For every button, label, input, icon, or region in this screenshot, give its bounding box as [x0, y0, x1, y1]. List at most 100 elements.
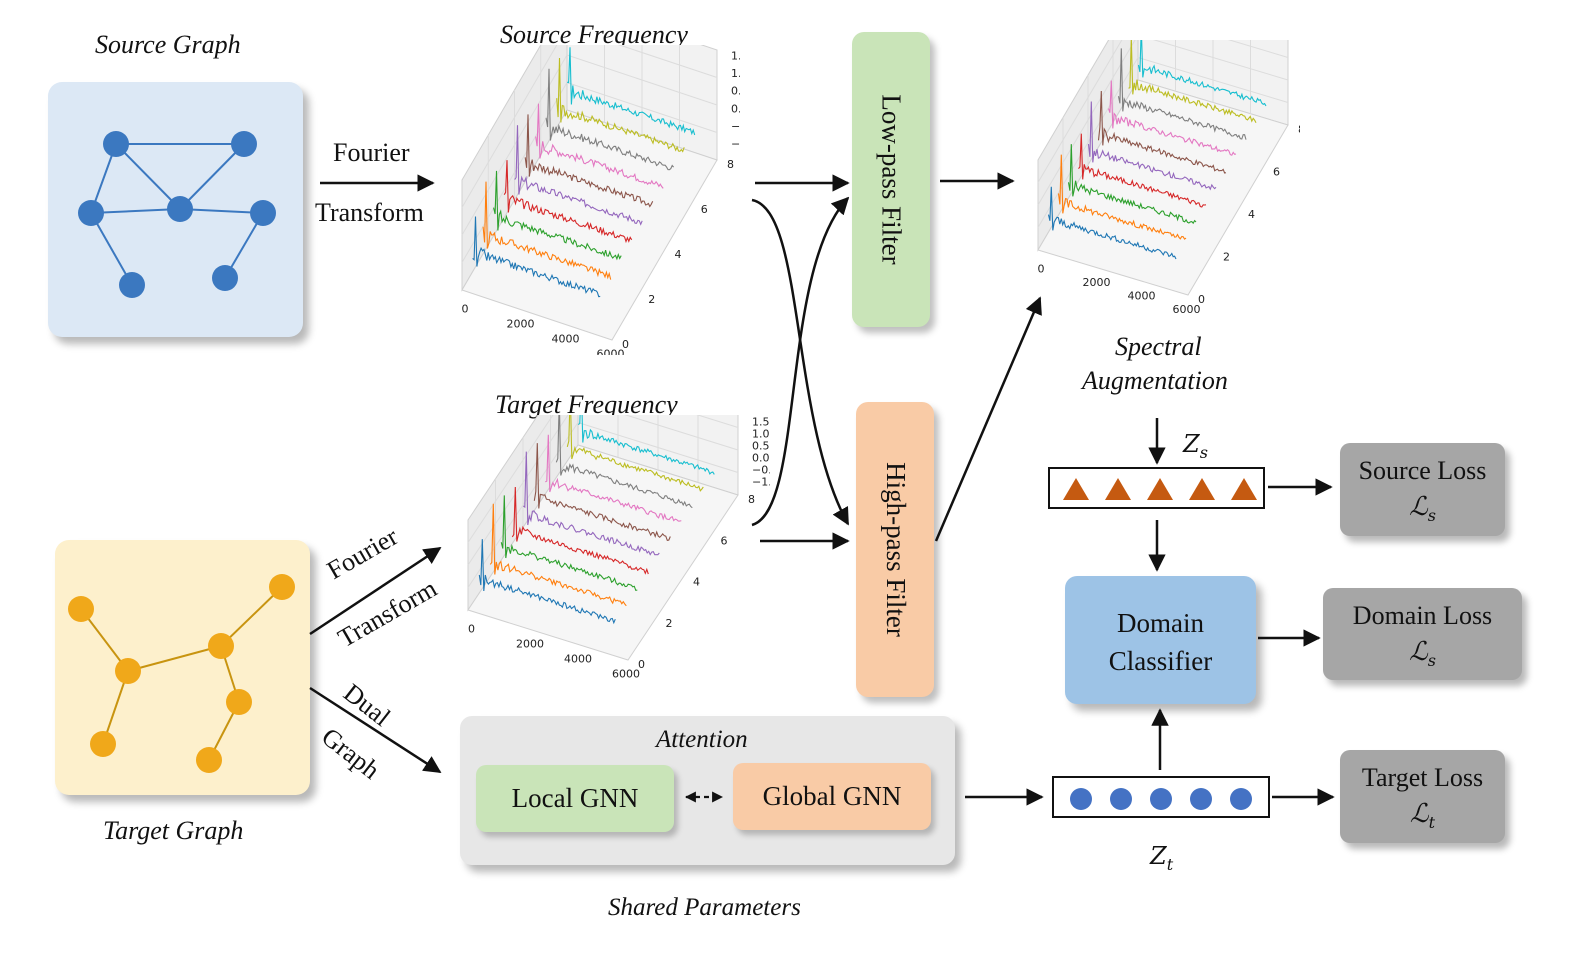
- zs-triangle: [1147, 478, 1173, 500]
- x-tick-label: 0: [462, 303, 469, 316]
- source-graph-network: [78, 131, 276, 298]
- spectrum-series: [1067, 144, 1197, 225]
- spectrum-series: [514, 125, 643, 226]
- zs-triangle: [1189, 478, 1215, 500]
- spectrum-series: [522, 451, 660, 556]
- spectrum-series: [1107, 80, 1237, 156]
- y-tick-label: 4: [675, 248, 682, 261]
- target-loss: Target Loss ℒt: [1340, 750, 1505, 843]
- x-tick-label: 4000: [1128, 289, 1156, 302]
- zs-label: Zs: [1183, 430, 1208, 462]
- spectrum-series: [500, 495, 638, 592]
- low-pass-filter-label: Low-pass Filter: [876, 94, 907, 265]
- source-graph-panel: [48, 82, 303, 337]
- y-tick-label: 6: [1273, 166, 1280, 179]
- x-tick-label: 2000: [1083, 276, 1111, 289]
- y-tick-label: 4: [693, 576, 700, 589]
- domain-loss-label: Domain Loss: [1352, 601, 1493, 630]
- spectrum-series: [556, 57, 685, 153]
- z-tick-label: −1.0: [752, 476, 770, 489]
- zt-dot: [1070, 788, 1092, 810]
- target-node: [68, 596, 94, 622]
- spectrum-series: [472, 216, 601, 298]
- source-node: [212, 265, 238, 291]
- x-tick-label: 6000: [612, 668, 640, 681]
- source-graph-title: Source Graph: [95, 30, 241, 59]
- dual-graph-line1: Dual: [338, 678, 396, 732]
- x-tick-label: 2000: [516, 638, 544, 651]
- zt-dot: [1230, 788, 1252, 810]
- zt-dot: [1110, 788, 1132, 810]
- augmented-frequency-plot: 1.00.50.0−0.5−1.0−1.5020004000600086420: [1037, 40, 1300, 315]
- target-transform-line2: Transform: [333, 573, 442, 654]
- y-tick-label: 6: [701, 203, 708, 216]
- y-tick-label: 6: [721, 534, 728, 547]
- spectrum-series: [535, 103, 664, 189]
- zs-embedding: [1048, 467, 1265, 509]
- domain-loss: Domain Loss ℒs: [1323, 588, 1522, 680]
- x-tick-label: 4000: [564, 653, 592, 666]
- spectrum-series: [545, 434, 682, 522]
- z-tick-label: 0.0: [731, 102, 740, 115]
- target-graph-panel: [55, 540, 310, 795]
- z-tick-label: 1.5: [731, 50, 740, 63]
- x-tick-label: 0: [1038, 262, 1045, 275]
- spectrum-series: [1087, 101, 1217, 191]
- target-graph-network: [68, 574, 295, 773]
- target-node: [115, 658, 141, 684]
- domain-classifier-line1: Domain: [1117, 608, 1204, 638]
- x-tick-label: 6000: [597, 348, 625, 356]
- domain-classifier: Domain Classifier: [1065, 576, 1256, 704]
- source-node: [119, 272, 145, 298]
- high-pass-filter-label: High-pass Filter: [880, 462, 911, 637]
- y-tick-label: 0: [638, 658, 645, 671]
- domain-loss-symbol: ℒs: [1409, 637, 1436, 671]
- spectrum-series: [1047, 186, 1177, 260]
- target-frequency-plot: 2.01.51.00.50.0−0.5−1.002000400060008642…: [467, 415, 770, 681]
- y-tick-label: 8: [727, 158, 734, 171]
- target-node: [226, 689, 252, 715]
- y-tick-label: 2: [666, 617, 673, 630]
- source-frequency-plot: 1.51.00.50.0−0.5−1.0020004000600086420: [461, 45, 740, 356]
- x-tick-label: 0: [468, 623, 475, 636]
- target-node: [269, 574, 295, 600]
- target-transform-line1: Fourier: [322, 521, 403, 586]
- target-loss-label: Target Loss: [1361, 763, 1484, 792]
- target-loss-symbol: ℒt: [1409, 799, 1436, 833]
- spectrum-series: [503, 160, 633, 244]
- target-graph-title: Target Graph: [103, 816, 244, 845]
- target-node: [196, 747, 222, 773]
- spectrum-series: [524, 114, 654, 208]
- local-gnn-label: Local GNN: [511, 783, 639, 813]
- spectrum-series: [1057, 154, 1187, 240]
- domain-classifier-line2: Classifier: [1108, 646, 1213, 676]
- spectrum-series: [1078, 133, 1207, 208]
- spectrum-series: [493, 170, 622, 261]
- spectrum-series: [511, 486, 649, 575]
- spectral-augmentation-line2: Augmentation: [1082, 366, 1228, 395]
- arrow-highpass-to-aug: [934, 296, 1042, 542]
- z-tick-label: −1.0: [731, 138, 740, 151]
- source-loss: Source Loss ℒs: [1340, 443, 1505, 536]
- zt-dot: [1190, 788, 1212, 810]
- spectrum-series: [555, 415, 693, 509]
- spectrum-series: [567, 47, 696, 136]
- spectrum-series: [478, 539, 616, 625]
- spectrum-series: [533, 443, 671, 542]
- zs-triangle: [1231, 478, 1257, 500]
- low-pass-filter: Low-pass Filter: [852, 32, 930, 327]
- y-tick-label: 8: [1298, 123, 1300, 136]
- source-node: [167, 196, 193, 222]
- global-gnn: Global GNN: [733, 763, 931, 830]
- spectrum-series: [545, 68, 675, 171]
- y-tick-label: 8: [748, 493, 755, 506]
- global-gnn-label: Global GNN: [762, 781, 902, 811]
- zs-triangle: [1105, 478, 1131, 500]
- source-node: [78, 200, 104, 226]
- dual-graph-line2: Graph: [316, 722, 386, 785]
- source-transform-line1: Fourier: [333, 138, 410, 167]
- z-tick-label: −0.5: [731, 120, 740, 133]
- spectrum-series: [1137, 40, 1267, 107]
- target-node: [90, 731, 116, 757]
- source-node: [250, 200, 276, 226]
